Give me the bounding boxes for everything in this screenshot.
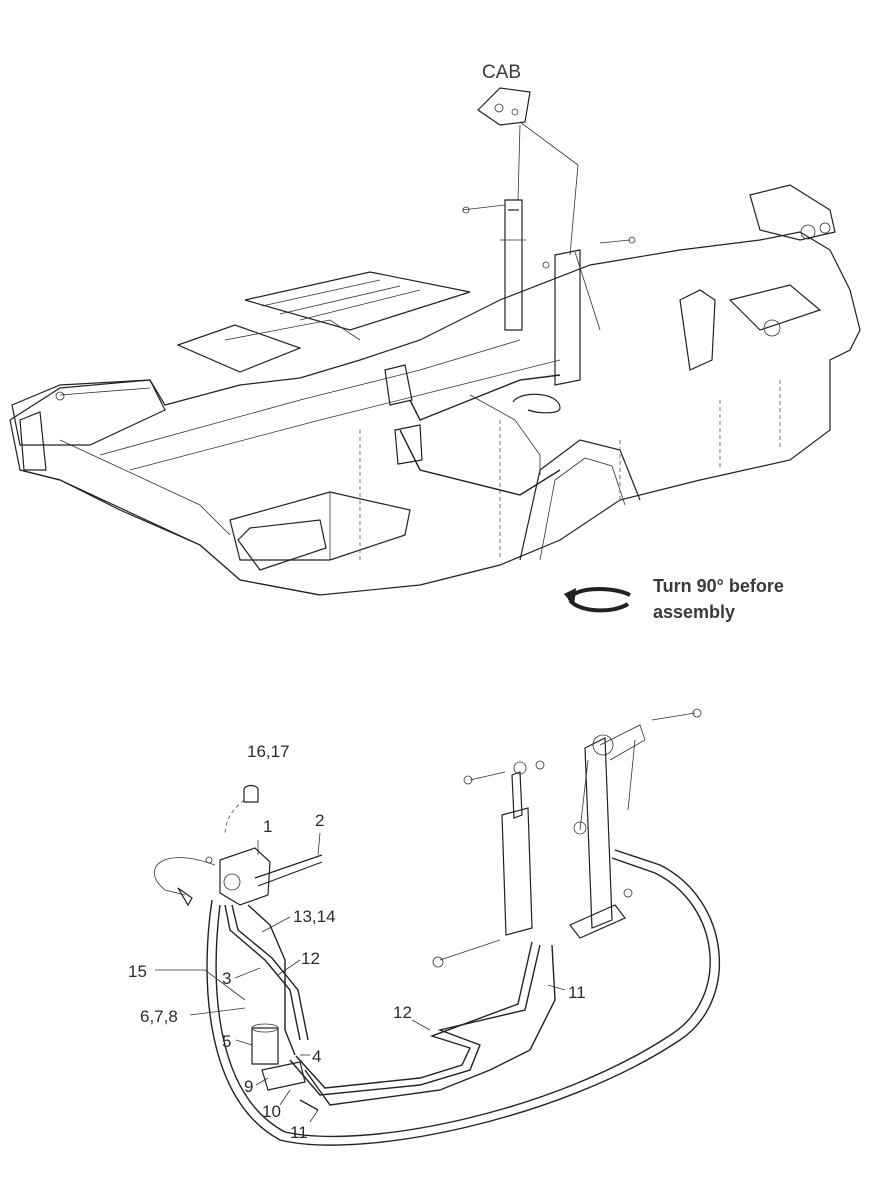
leader-lines [155, 832, 566, 1123]
callout-15: 15 [128, 962, 147, 981]
callout-4: 4 [312, 1047, 321, 1066]
callout-12a: 12 [301, 949, 320, 968]
top-tilt-assembly [384, 87, 636, 496]
callout-11b: 11 [568, 983, 586, 1002]
callout-16-17: 16,17 [247, 742, 290, 761]
callout-12b: 12 [393, 1003, 412, 1022]
callout-9: 9 [244, 1077, 253, 1096]
cab-label: CAB [482, 62, 521, 83]
turn-note-line1: Turn 90° before [653, 576, 784, 596]
callout-6-7-8: 6,7,8 [140, 1007, 178, 1026]
callout-1: 1 [263, 817, 272, 836]
chassis-frame [9, 184, 861, 596]
callout-3: 3 [222, 969, 231, 988]
callout-10: 10 [262, 1102, 281, 1121]
turn-note-line2: assembly [653, 602, 735, 622]
callout-5: 5 [222, 1032, 231, 1051]
exploded-tilt-system [154, 708, 721, 1146]
rotate-arrow-icon [564, 587, 631, 613]
callout-2: 2 [315, 811, 324, 830]
callout-11a: 11 [290, 1123, 308, 1142]
callout-13-14: 13,14 [293, 907, 336, 926]
